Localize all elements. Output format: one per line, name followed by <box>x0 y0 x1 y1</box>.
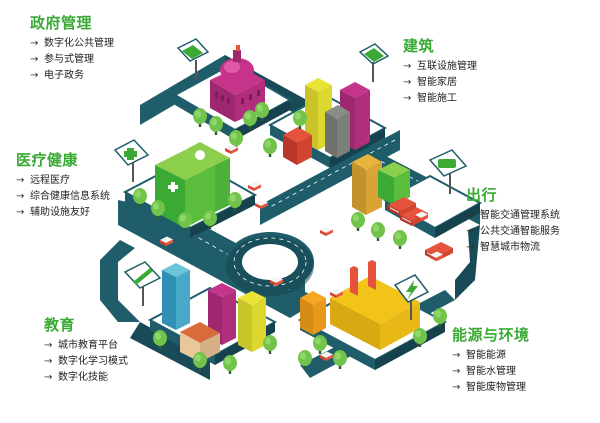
category-edu: 教育 →城市教育平台 →数字化学习模式 →数字化技能 <box>44 316 128 386</box>
category-title: 能源与环境 <box>452 326 530 344</box>
energy-block <box>297 260 448 370</box>
list-item: →数字化公共管理 <box>30 38 114 49</box>
list-item: →智能家居 <box>403 77 457 88</box>
category-list: →智能能源 →智能水管理 →智能废物管理 <box>452 348 530 396</box>
list-item: →智能施工 <box>403 93 457 104</box>
category-title: 教育 <box>44 316 76 334</box>
category-title: 出行 <box>466 186 498 204</box>
category-list: →远程医疗 →综合健康信息系统 →辅助设施友好 <box>16 173 110 221</box>
category-list: →互联设施管理 →智能家居 →智能施工 <box>403 59 477 107</box>
category-energy: 能源与环境 →智能能源 →智能水管理 →智能废物管理 <box>452 326 530 396</box>
list-item: →远程医疗 <box>16 175 70 186</box>
list-item: →互联设施管理 <box>403 61 477 72</box>
list-item: →数字化技能 <box>44 372 108 383</box>
list-item: →综合健康信息系统 <box>16 191 110 202</box>
category-title: 政府管理 <box>30 14 93 32</box>
category-list: →城市教育平台 →数字化学习模式 →数字化技能 <box>44 338 128 386</box>
pencil-icon <box>123 261 162 306</box>
category-list: →数字化公共管理 →参与式管理 →电子政务 <box>30 36 114 84</box>
category-title: 医疗健康 <box>16 151 79 169</box>
list-item: →参与式管理 <box>30 54 94 65</box>
list-item: →智能水管理 <box>452 366 516 377</box>
list-item: →智能交通管理系统 <box>466 210 560 221</box>
list-item: →公共交通智能服务 <box>466 226 560 237</box>
category-med: 医疗健康 →远程医疗 →综合健康信息系统 →辅助设施友好 <box>16 151 110 221</box>
list-item: →城市教育平台 <box>44 340 118 351</box>
bus-icon <box>428 149 468 194</box>
category-title: 建筑 <box>403 37 435 55</box>
list-item: →辅助设施友好 <box>16 207 90 218</box>
list-item: →智慧城市物流 <box>466 242 540 253</box>
list-item: →智能能源 <box>452 350 506 361</box>
category-gov: 政府管理 →数字化公共管理 →参与式管理 →电子政务 <box>30 14 114 84</box>
list-item: →智能废物管理 <box>452 382 526 393</box>
category-trans: 出行 →智能交通管理系统 →公共交通智能服务 →智慧城市物流 <box>466 186 560 256</box>
list-item: →数字化学习模式 <box>44 356 128 367</box>
house-icon <box>358 43 390 82</box>
medical-cross-icon <box>113 139 150 182</box>
list-item: →电子政务 <box>30 70 84 81</box>
category-list: →智能交通管理系统 →公共交通智能服务 →智慧城市物流 <box>466 208 560 256</box>
lightning-bolt-icon <box>393 274 430 320</box>
category-build: 建筑 →互联设施管理 →智能家居 →智能施工 <box>403 37 477 107</box>
government-building-icon <box>176 38 210 80</box>
